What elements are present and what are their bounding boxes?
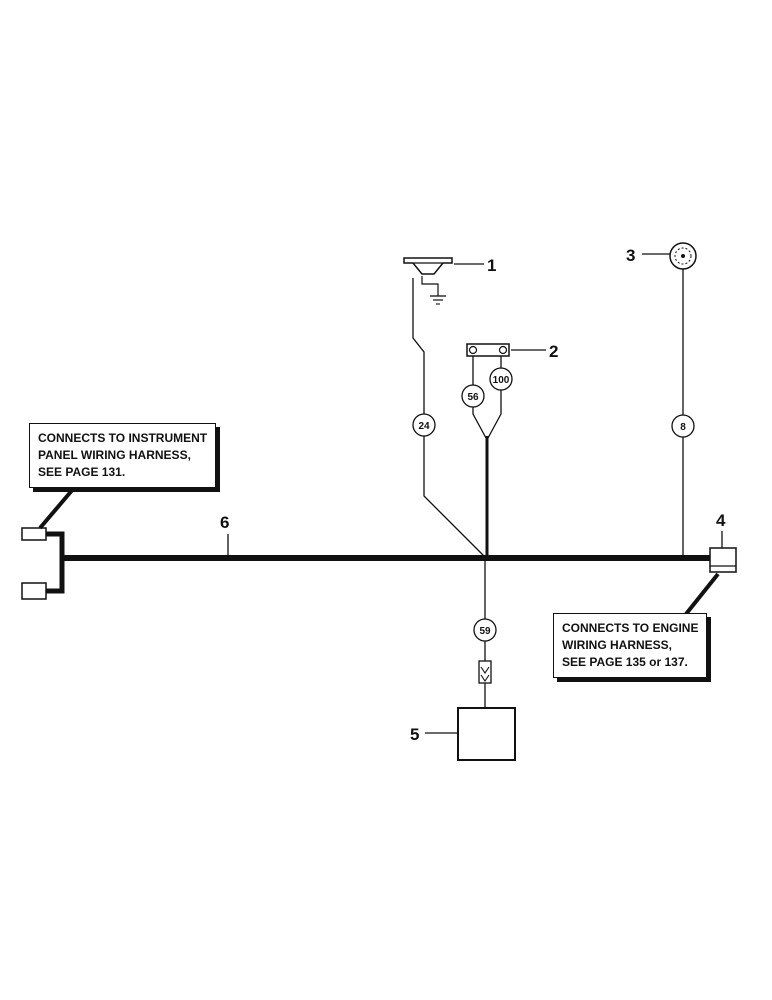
item-number-1: 1 [487,256,496,275]
wire-label-59: 59 [473,618,497,642]
svg-text:59: 59 [479,626,491,637]
leader-engine-callout [684,572,720,616]
wire-56-line [472,356,487,439]
wire-24-line [412,278,487,559]
callout-line: CONNECTS TO INSTRUMENT [38,431,208,445]
engine-harness-callout: CONNECTS TO ENGINE WIRING HARNESS, SEE P… [553,613,708,678]
wire-label-56: 56 [461,384,485,408]
gauge-icon [669,242,697,270]
item-number-3: 3 [626,246,635,265]
left-connector-upper [21,527,47,541]
svg-text:100: 100 [493,375,510,386]
wire-label-100: 100 [489,367,513,391]
callout-line: SEE PAGE 131. [38,465,126,479]
wire-label-24: 24 [412,413,436,437]
switch-icon [466,343,510,357]
engine-connector-icon [709,547,737,573]
item-number-5: 5 [410,725,419,744]
svg-text:24: 24 [418,421,430,432]
leader-instrument-callout [38,486,76,530]
instrument-panel-callout: CONNECTS TO INSTRUMENT PANEL WIRING HARN… [29,423,217,488]
component-box-icon [457,707,516,761]
callout-line: PANEL WIRING HARNESS, [38,448,191,462]
item-number-2: 2 [549,342,558,361]
junction-dot [483,555,489,561]
inline-fuse-icon [478,660,492,684]
callout-line: SEE PAGE 135 or 137. [562,655,688,669]
ground-icon [421,276,446,305]
left-connector-lower [21,582,47,600]
left-harness-branch [46,531,65,594]
horn-icon [403,257,453,275]
callout-line: CONNECTS TO ENGINE [562,621,699,635]
svg-text:56: 56 [467,392,479,403]
item-number-6: 6 [220,513,229,532]
callout-line: WIRING HARNESS, [562,638,673,652]
svg-text:8: 8 [680,422,686,433]
wire-label-8: 8 [671,414,695,438]
item-number-4: 4 [716,511,726,530]
